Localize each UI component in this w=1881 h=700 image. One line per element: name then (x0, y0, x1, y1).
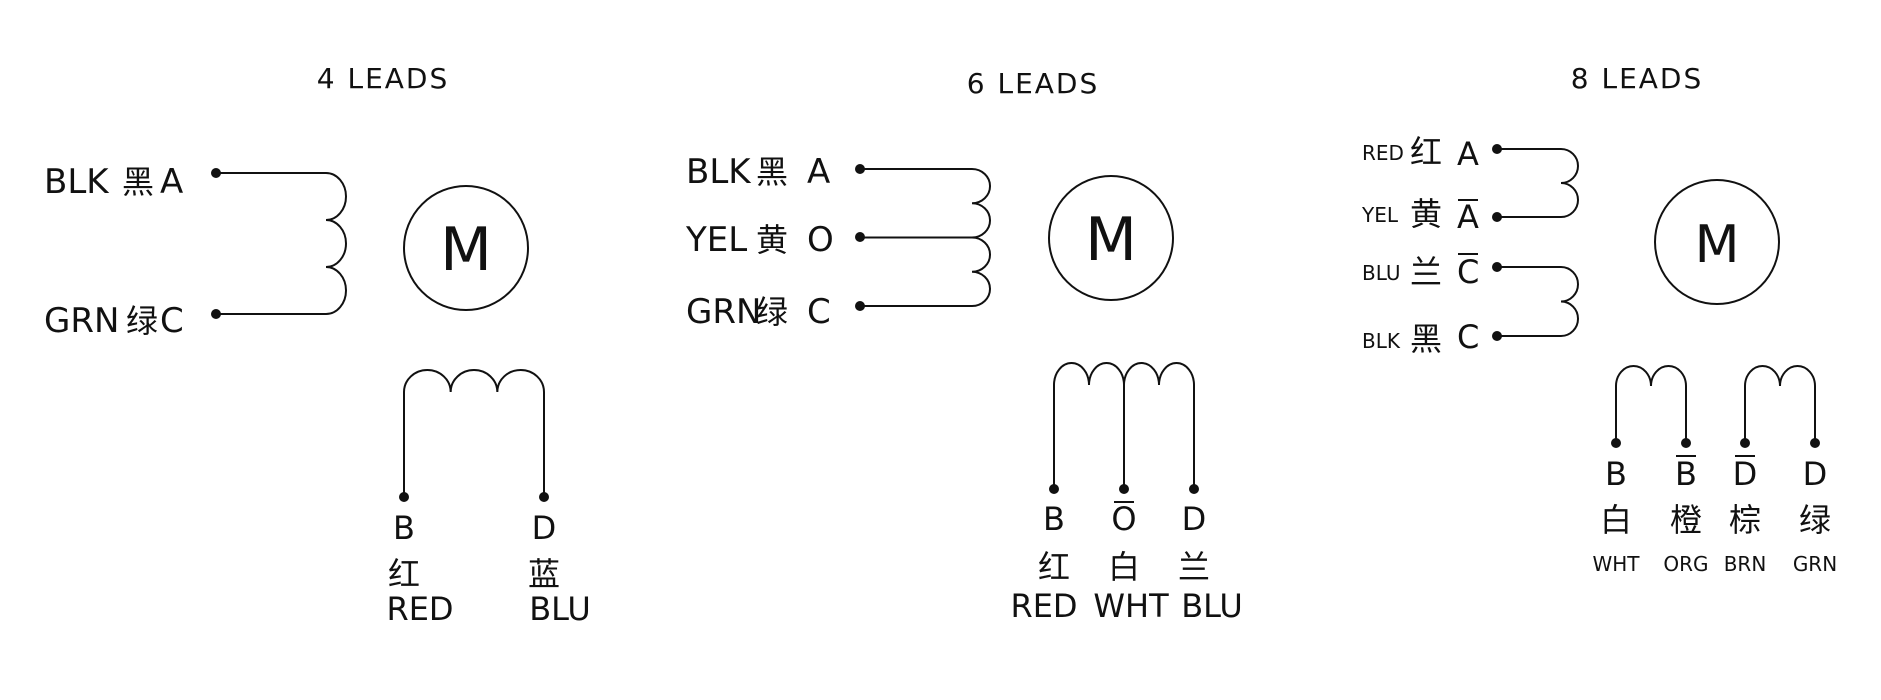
lead-terminal: C (1457, 253, 1479, 291)
coil (1497, 266, 1579, 337)
lead-cn: 红 (1410, 133, 1442, 171)
lead-color: BLK (686, 152, 752, 192)
lead-terminal: C (807, 292, 831, 332)
winding-b-b-bar (1611, 365, 1691, 448)
lead-cn: 棕 (1729, 501, 1761, 539)
diagram-title: 6 LEADS (967, 67, 1100, 100)
lead-color: GRN (686, 292, 761, 332)
diagram-title: 8 LEADS (1571, 62, 1704, 95)
terminal-dot (1049, 484, 1059, 494)
lead-terminal: A (1457, 198, 1479, 236)
lead-color: BLK (44, 162, 110, 202)
terminal-dot (1681, 438, 1691, 448)
lead-color: BLU (1362, 261, 1401, 285)
lead-terminal: D (1733, 455, 1758, 493)
terminal-dot (1810, 438, 1820, 448)
winding-b-d (399, 369, 549, 502)
winding-c-bar-c (1492, 262, 1579, 341)
motor-circle (403, 185, 529, 311)
lead-cn: 黑 (1410, 320, 1442, 358)
lead-cn: 兰 (1410, 253, 1442, 291)
lead-color: GRN (44, 301, 119, 341)
winding-a-o-c (855, 164, 991, 311)
lead-color: ORG (1663, 552, 1708, 576)
lead-cn: 红 (388, 555, 420, 593)
coil (403, 369, 545, 497)
lead-cn: 橙 (1670, 501, 1702, 539)
lead-color: WHT (1592, 552, 1640, 576)
winding-b-o-d (1049, 362, 1199, 494)
winding-a-c (211, 168, 347, 319)
lead-color: BRN (1724, 552, 1767, 576)
lead-terminal: B (1605, 455, 1627, 493)
lead-cn: 白 (1108, 548, 1140, 586)
lead-terminal: O (1111, 500, 1136, 538)
lead-terminal: O (807, 220, 834, 260)
lead-terminal: B (393, 509, 415, 547)
lead-color: WHT (1093, 587, 1169, 625)
lead-terminal: C (160, 301, 184, 341)
coil (216, 172, 347, 315)
lead-terminal: B (1675, 455, 1697, 493)
lead-color: RED (1362, 141, 1404, 165)
lead-terminal: A (807, 152, 830, 192)
lead-cn: 绿 (126, 302, 158, 340)
coil (1497, 148, 1579, 218)
coil (1744, 365, 1816, 443)
terminal-dot (1189, 484, 1199, 494)
lead-color: GRN (1793, 552, 1837, 576)
lead-cn: 红 (1038, 548, 1070, 586)
lead-terminal: C (1457, 318, 1479, 356)
lead-terminal: A (1457, 135, 1479, 173)
lead-terminal: D (1803, 455, 1828, 493)
winding-d-bar-d (1740, 365, 1820, 448)
terminal-dot (1119, 484, 1129, 494)
terminal-dot (399, 492, 409, 502)
motor-symbol: M (1695, 215, 1740, 275)
terminal-dot (1611, 438, 1621, 448)
lead-cn: 绿 (756, 293, 788, 331)
lead-terminal: D (532, 509, 557, 547)
lead-terminal: D (1182, 500, 1207, 538)
lead-cn: 绿 (1799, 501, 1831, 539)
coil (1615, 365, 1687, 443)
lead-color: BLU (1181, 587, 1243, 625)
lead-cn: 白 (1600, 501, 1632, 539)
winding-a-a-bar (1492, 144, 1579, 222)
lead-color: BLU (529, 590, 591, 628)
diagram-6-leads: 6 LEADS BLK 黑 A YEL 黄 O GRN 绿 C M (685, 67, 1243, 625)
lead-terminal: A (160, 162, 183, 202)
lead-color: YEL (685, 220, 747, 260)
lead-color: RED (386, 590, 453, 628)
lead-cn: 黄 (1410, 195, 1442, 233)
terminal-dot (1740, 438, 1750, 448)
motor-symbol: M (1085, 205, 1137, 275)
lead-cn: 黄 (756, 221, 788, 259)
diagram-8-leads: 8 LEADS RED 红 A YEL 黄 A BLU 兰 C BLK 黑 C … (1361, 62, 1837, 576)
lead-color: YEL (1361, 203, 1399, 227)
terminal-dot (539, 492, 549, 502)
motor-symbol: M (440, 215, 492, 285)
lead-cn: 蓝 (528, 555, 560, 593)
lead-color: RED (1010, 587, 1077, 625)
motor-circle (1048, 175, 1174, 301)
diagram-4-leads: 4 LEADS BLK 黑 A GRN 绿 C M B 红 RED D 蓝 BL… (44, 62, 591, 628)
diagram-title: 4 LEADS (317, 62, 450, 95)
lead-cn: 兰 (1178, 548, 1210, 586)
lead-color: BLK (1362, 329, 1401, 353)
lead-cn: 黑 (756, 153, 788, 191)
motor-circle (1654, 179, 1780, 305)
lead-terminal: B (1043, 500, 1065, 538)
lead-cn: 黑 (122, 163, 154, 201)
